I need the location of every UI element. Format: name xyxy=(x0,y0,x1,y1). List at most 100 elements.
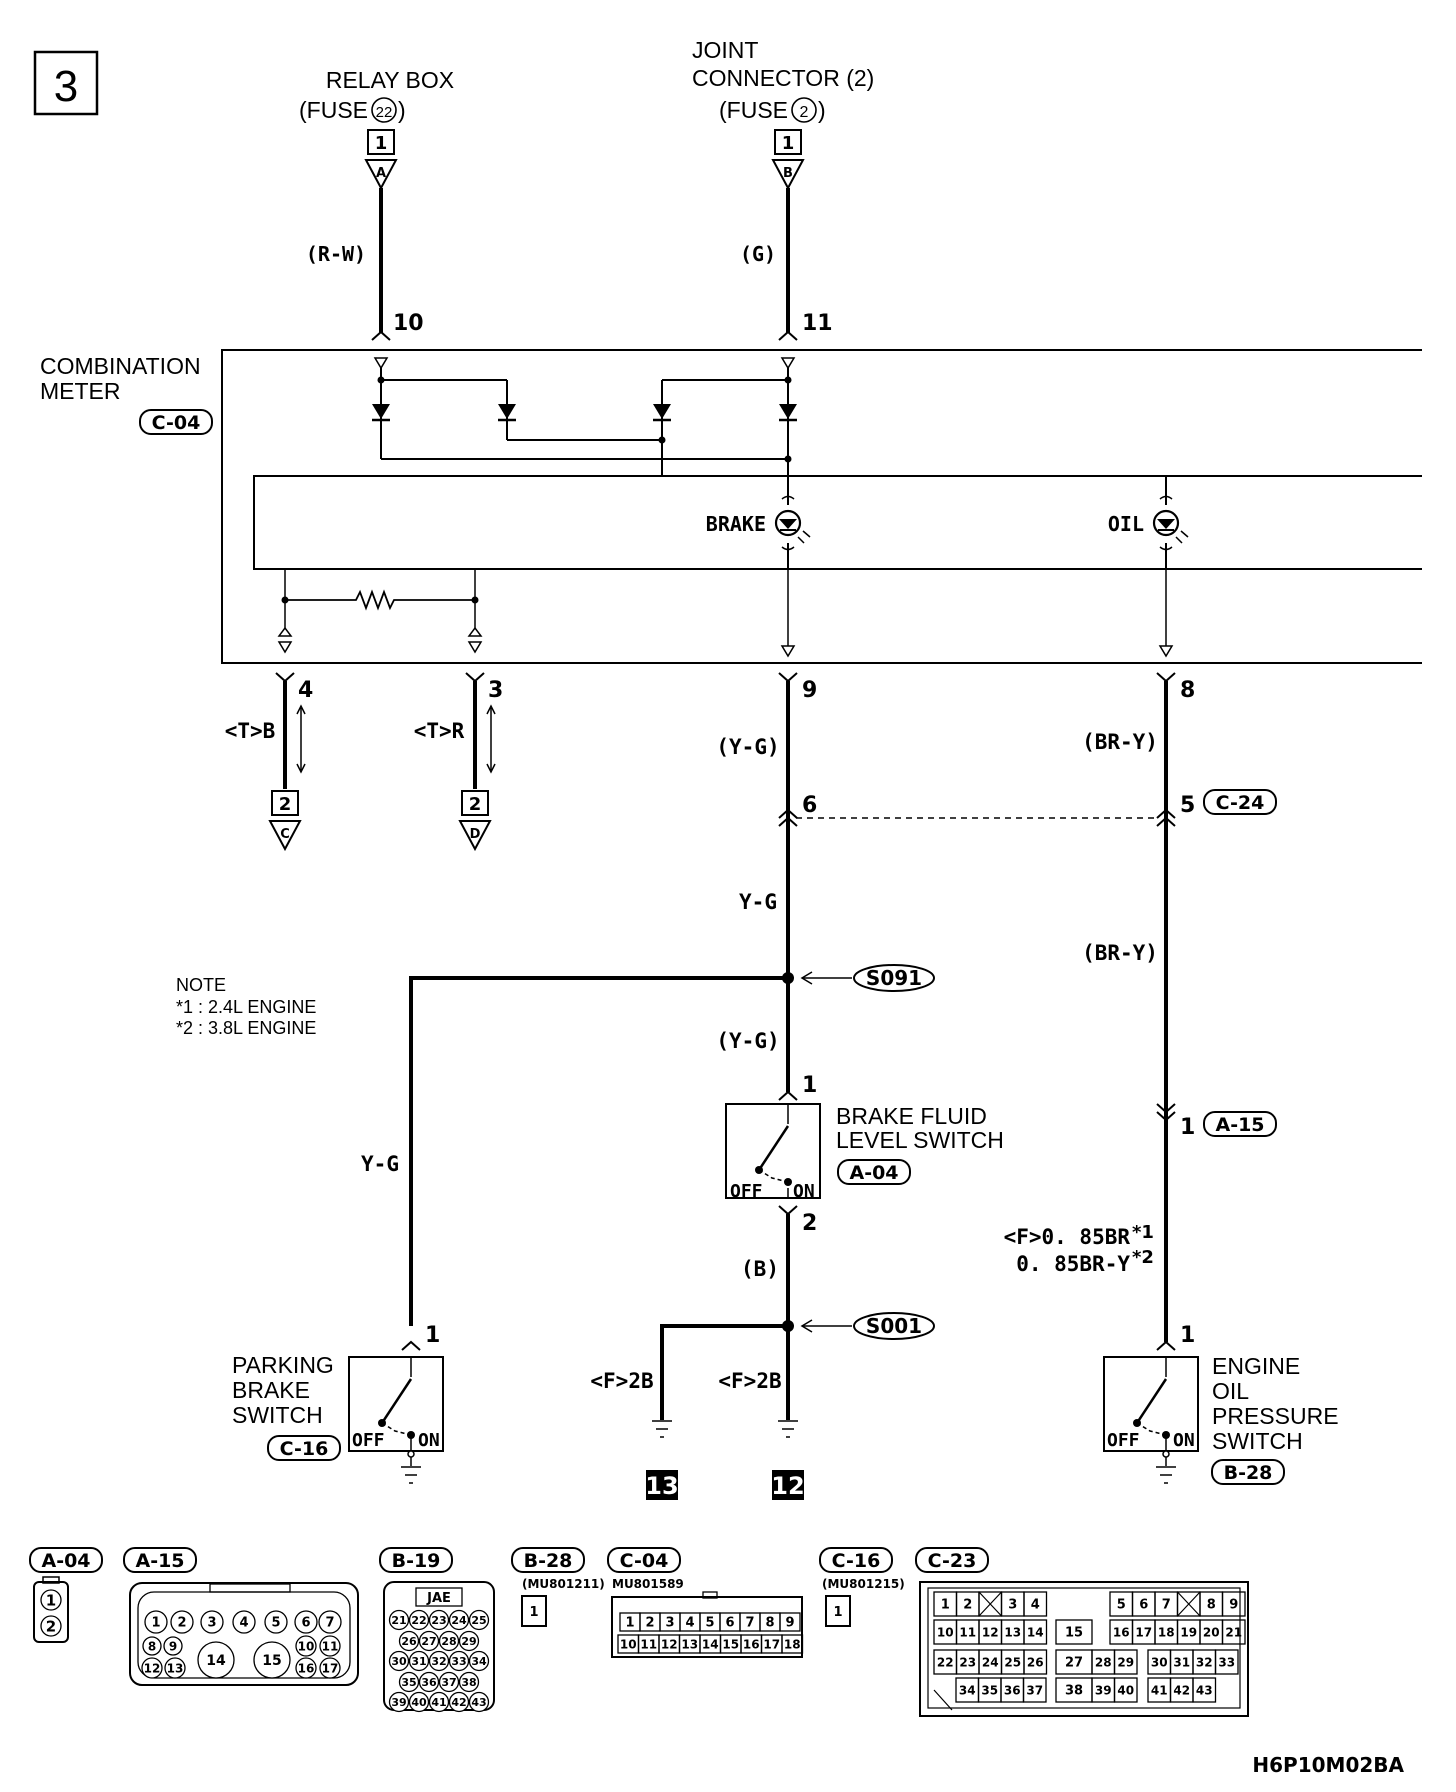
connector-c16-badge xyxy=(819,1547,893,1573)
combination-meter-outline xyxy=(221,349,1422,664)
meter-input-left-mark xyxy=(373,357,389,370)
oil-pressure-switch-label-3: PRESSURE xyxy=(1212,1403,1339,1429)
ground-ref-right: 12 xyxy=(771,1472,804,1500)
meter-output-mark xyxy=(467,626,483,637)
connector-b19-cavity xyxy=(438,1671,460,1693)
connector-a15-code: A-15 xyxy=(135,1550,184,1572)
connector-c04-pin: 10 xyxy=(620,1637,637,1651)
ground-wire-color: (B) xyxy=(741,1257,779,1281)
brake-switch-pin-1: 1 xyxy=(802,1073,817,1098)
connector-c04-pin: 3 xyxy=(665,1616,674,1631)
joint-connector-box xyxy=(774,129,802,155)
ground-left-wire-label: <F>2B xyxy=(590,1369,653,1393)
oil-pressure-switch-label-2: OIL xyxy=(1212,1378,1249,1404)
connector-a15-cavity xyxy=(319,1657,341,1679)
pin-mark xyxy=(778,808,798,819)
connector-c23-pin: 35 xyxy=(981,1683,998,1697)
connector-b19-pin: 40 xyxy=(411,1696,427,1709)
junction-dot xyxy=(784,376,792,384)
connector-c23-cell xyxy=(1055,1619,1093,1645)
output-right-connector-number: 2 xyxy=(469,794,482,815)
parking-brake-switch-box xyxy=(348,1356,444,1452)
connector-c04-pin: 14 xyxy=(702,1637,719,1651)
junction-dot xyxy=(281,596,289,604)
note-line-1: *1 : 2.4L ENGINE xyxy=(176,997,316,1017)
connector-c23-pin: 32 xyxy=(1196,1655,1213,1669)
connector-b19-maker: JAE xyxy=(426,1591,451,1606)
meter-pin-3: 3 xyxy=(488,678,503,703)
connector-b19-cavity xyxy=(428,1609,450,1631)
connector-c04-pin: 1 xyxy=(625,1616,634,1631)
connector-c23-pin: 18 xyxy=(1158,1625,1175,1639)
relay-box-connector-number: 1 xyxy=(375,133,388,154)
connector-c23-body xyxy=(919,1581,1249,1717)
connector-c16-pin: 1 xyxy=(833,1605,842,1620)
pin-mark xyxy=(778,1090,798,1101)
connector-c23-pin: 23 xyxy=(959,1655,976,1669)
connector-a15-cavity xyxy=(295,1657,317,1679)
connector-a15-pin: 11 xyxy=(322,1639,339,1653)
ground-ref-left: 13 xyxy=(645,1472,678,1500)
relay-box-fuse-label: (FUSE xyxy=(299,97,368,123)
connector-a15-pin: 5 xyxy=(271,1616,280,1631)
oil-switch-off: OFF xyxy=(1107,1430,1140,1451)
connector-c23-pin: 38 xyxy=(1065,1684,1083,1699)
meter-input-right-mark xyxy=(780,357,796,370)
relay-box-label: RELAY BOX xyxy=(326,67,454,93)
connector-c23-pin: 8 xyxy=(1207,1598,1216,1613)
connector-a15-badge xyxy=(123,1547,197,1573)
connector-b19-pin: 41 xyxy=(431,1696,446,1709)
connector-c04-view-badge xyxy=(607,1547,681,1573)
connector-c04-pin: 7 xyxy=(745,1616,754,1631)
pin-mark xyxy=(1156,672,1176,683)
parking-brake-wire-color: Y-G xyxy=(361,1152,399,1176)
connector-b19-cavity xyxy=(408,1650,430,1672)
switch-contact-arm xyxy=(380,1378,413,1424)
meter-output-mark xyxy=(467,641,483,654)
connector-c04-cell xyxy=(781,1634,804,1654)
output-right-connector-letter: D xyxy=(470,827,481,842)
joint-connector-pin-mark xyxy=(778,330,798,341)
connector-a04-latch xyxy=(42,1576,60,1584)
connector-a15-pin: 3 xyxy=(207,1616,216,1631)
brake-fluid-switch-label-1: BRAKE FLUID xyxy=(836,1103,987,1129)
connector-c04-pin: 17 xyxy=(763,1637,780,1651)
connector-b19-cavity xyxy=(458,1671,480,1693)
connector-b19-cavity xyxy=(388,1650,410,1672)
connector-c24-code-box xyxy=(1203,789,1277,815)
brake-fluid-switch-code: A-04 xyxy=(849,1162,898,1184)
connector-c23-pin: 30 xyxy=(1151,1655,1168,1669)
brake-connector-pin-6: 6 xyxy=(802,793,817,818)
output-left-connector-arrow xyxy=(268,820,302,852)
meter-output-mark xyxy=(780,645,796,658)
connector-c23-badge xyxy=(915,1547,989,1573)
connector-a15-cavity xyxy=(294,1610,318,1634)
connector-c23-cell xyxy=(1192,1677,1217,1703)
brake-fluid-switch-label-2: LEVEL SWITCH xyxy=(836,1127,1004,1153)
connector-a15-pin: 15 xyxy=(262,1653,281,1669)
connector-c23-blank xyxy=(978,1591,1002,1617)
connector-c23-pin: 27 xyxy=(1065,1656,1083,1671)
parking-brake-wire xyxy=(409,976,788,1326)
connector-c23-pin: 39 xyxy=(1095,1683,1112,1697)
joint-connector-pin: 11 xyxy=(802,311,833,336)
connector-a15-pin: 2 xyxy=(177,1616,186,1631)
joint-connector-fuse-close: ) xyxy=(818,97,826,123)
ground-icon xyxy=(778,1420,798,1438)
oil-lamp-label: OIL xyxy=(1108,512,1144,536)
connector-c23-pin: 15 xyxy=(1065,1626,1083,1641)
connector-b19-cavity xyxy=(398,1671,420,1693)
connector-a15-pin: 4 xyxy=(239,1616,248,1631)
connector-c23-blank xyxy=(1177,1591,1201,1617)
connector-b19-code: B-19 xyxy=(392,1550,441,1572)
bidirectional-arrow-icon xyxy=(486,704,496,774)
diode-2 xyxy=(498,404,516,419)
engine-wire-size-1-note: *1 xyxy=(1132,1222,1154,1243)
connector-a15-pin: 12 xyxy=(144,1661,161,1675)
connector-c04-pin: 2 xyxy=(645,1616,654,1631)
connector-b19-cavity xyxy=(468,1609,490,1631)
parking-brake-switch-label-1: PARKING xyxy=(232,1352,334,1378)
connector-c23-pin: 19 xyxy=(1180,1625,1197,1639)
connector-b19-cavity xyxy=(448,1691,470,1713)
